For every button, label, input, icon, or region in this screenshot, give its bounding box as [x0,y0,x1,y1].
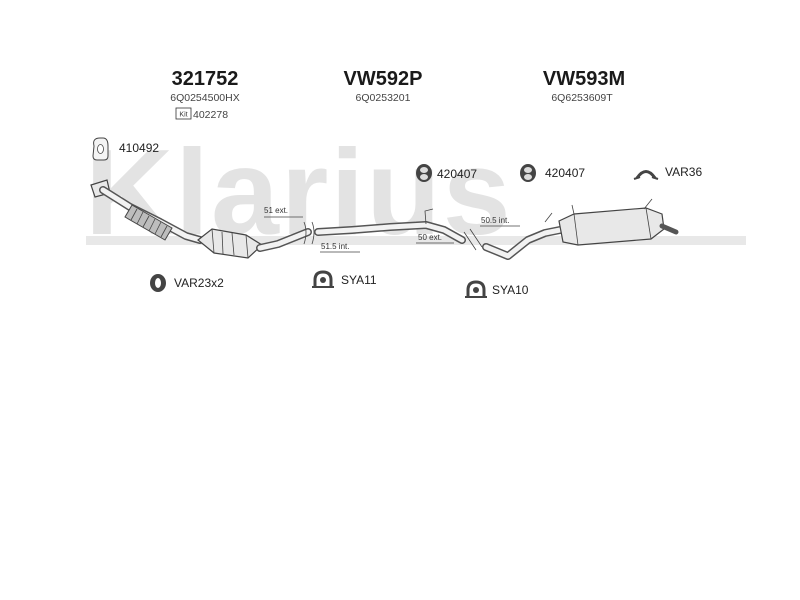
dimension-joint-2: 50.5 int. 50 ext. [416,216,520,244]
dimension-joint-1-ext: 51 ext. [264,206,288,215]
dimension-joint-2-int: 50.5 int. [481,216,509,225]
clamp-icon [312,270,334,288]
fitting-clip-code: VAR36 [665,165,702,179]
part-code-middle-silencer: VW592P [344,68,423,90]
fitting-hanger-rubber-1-code: 420407 [437,167,477,181]
rubber-ring-icon [150,274,166,292]
kit-number: 402278 [193,109,228,121]
part-oem-ref-middle-silencer: 6Q0253201 [356,92,411,104]
exhaust-system-drawing [90,179,679,260]
part-code-rear-silencer: VW593M [543,68,625,90]
kit-badge: Kit 402278 [175,107,228,121]
hanger-rubber-icon [520,164,536,182]
dimension-joint-1-int: 51.5 int. [321,242,349,251]
gasket-icon [92,137,109,161]
part-oem-ref-rear-silencer: 6Q6253609T [551,92,613,104]
dimension-joint-1: 51 ext. 51.5 int. [264,206,360,253]
dimension-joint-2-ext: 50 ext. [418,233,442,242]
hanger-rubber-icon [416,164,432,182]
part-code-catalytic-converter: 321752 [172,68,239,90]
clip-icon [633,170,659,180]
part-oem-ref-catalytic-converter: 6Q0254500HX [170,92,239,104]
fitting-clamp-1-code: SYA11 [341,273,377,287]
kit-label: Kit [179,112,187,119]
fitting-rubber-ring-code: VAR23x2 [174,276,224,290]
fitting-gasket-code: 410492 [119,141,159,155]
fitting-hanger-rubber-2-code: 420407 [545,166,585,180]
fitting-clamp-2-code: SYA10 [492,283,529,297]
clamp-icon [465,280,487,298]
